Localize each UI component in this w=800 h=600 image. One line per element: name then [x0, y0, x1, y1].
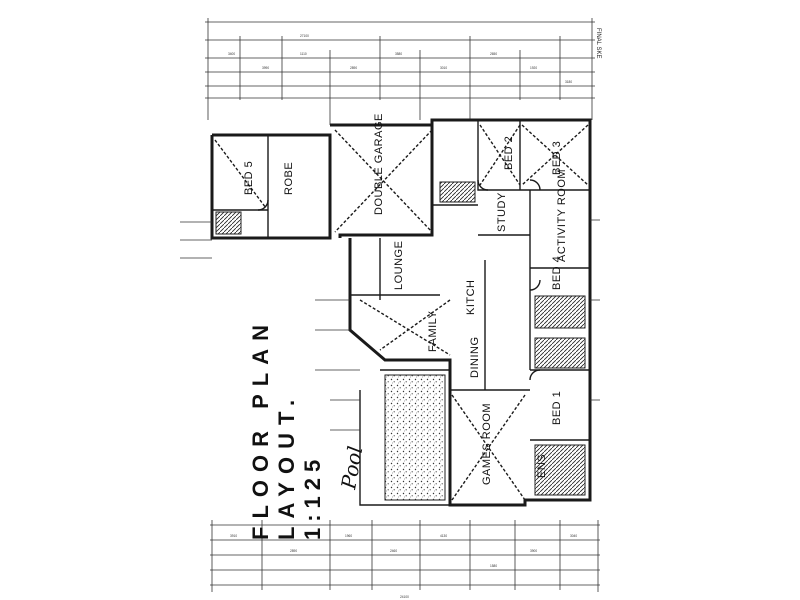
dim-bottom-6: 1580	[490, 564, 497, 568]
dim-bottom-1: 3910	[230, 534, 237, 538]
room-games-room: GAMES ROOM	[481, 403, 493, 485]
title-line-2: LAYOUT.	[274, 392, 299, 540]
wc-hatched	[534, 337, 586, 369]
dim-top-9: 3180	[565, 80, 572, 84]
corner-label: FINAL SKE	[595, 28, 601, 58]
dim-bottom-8: 3040	[570, 534, 577, 538]
room-bed5: BED 5	[243, 161, 255, 195]
room-double-garage: DOUBLE GARAGE	[373, 113, 385, 215]
laundry-hatched	[439, 181, 476, 203]
bottom-dimension-lines	[210, 520, 600, 592]
dim-top-0: 27100	[300, 34, 309, 38]
ensuite-hatched	[534, 444, 586, 496]
pool-label: Pool	[336, 444, 367, 492]
dim-bottom-3: 1960	[345, 534, 352, 538]
dim-top-5: 3580	[395, 52, 402, 56]
dim-top-4: 2890	[350, 66, 357, 70]
room-bed1: BED 1	[551, 391, 563, 425]
room-ensuite: ENS	[536, 454, 548, 478]
room-family: FAMILY	[427, 311, 439, 352]
title-line-3: 1:125	[300, 454, 325, 540]
dim-bottom-4: 2460	[390, 549, 397, 553]
dim-top-1: 3400	[228, 52, 235, 56]
room-lounge: LOUNGE	[393, 241, 405, 290]
dim-bottom-2: 2890	[290, 549, 297, 553]
pool-area	[384, 374, 446, 501]
wet-area-bed5	[215, 211, 242, 235]
top-dimension-lines	[205, 18, 595, 125]
annotation-notes	[180, 219, 600, 431]
dim-top-7: 2650	[490, 52, 497, 56]
room-activity: ACTIVITY ROOM	[556, 169, 568, 262]
dim-bottom-5: 4130	[440, 534, 447, 538]
room-robe: ROBE	[283, 162, 295, 195]
dim-top-6: 3010	[440, 66, 447, 70]
room-bed2: BED 2	[503, 136, 515, 170]
title-line-1: FLOOR PLAN	[248, 317, 273, 540]
dim-bottom-0: 24100	[400, 595, 409, 599]
room-bed3: BED 3	[551, 141, 563, 175]
dim-top-8: 1920	[530, 66, 537, 70]
bathroom-hatched	[534, 295, 586, 329]
room-study: STUDY	[496, 192, 508, 232]
dim-top-2: 3990	[262, 66, 269, 70]
room-dining: DINING	[469, 337, 481, 379]
building-outline	[210, 118, 592, 507]
room-bed4: BED 4	[551, 256, 563, 290]
dim-top-3: 1110	[300, 52, 307, 56]
room-kitch: KITCH	[465, 280, 477, 316]
dim-bottom-7: 3900	[530, 549, 537, 553]
